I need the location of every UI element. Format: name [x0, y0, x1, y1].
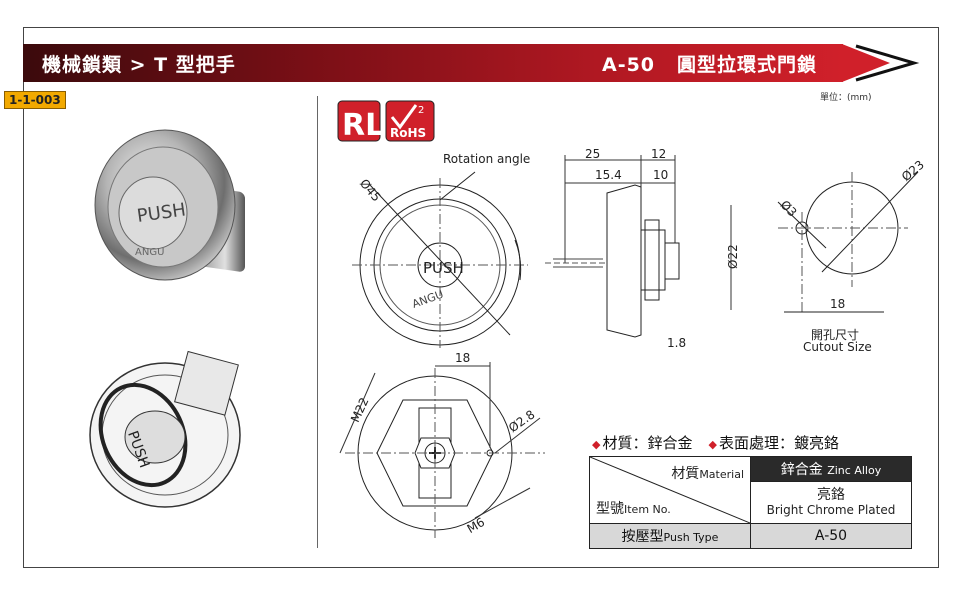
dim-25: 25 [585, 147, 600, 161]
dim-18-cutout: 18 [830, 297, 845, 311]
diamond-bullet-icon: ◆ [708, 438, 717, 451]
material-spec: 材質：鋅合金 [602, 434, 693, 452]
rl-logo: RL [342, 108, 384, 143]
product-title: A-50 圓型拉環式門鎖 [602, 50, 817, 77]
type-row-value: A-50 [750, 523, 912, 549]
diamond-bullet-icon: ◆ [592, 438, 601, 451]
cutout-label-en: Cutout Size [803, 340, 872, 354]
dim-12: 12 [651, 147, 666, 161]
dim-15-4: 15.4 [595, 168, 622, 182]
product-name: 圓型拉環式門鎖 [677, 54, 818, 76]
page-frame [23, 27, 939, 568]
cutout-label-zh: 開孔尺寸 [811, 328, 860, 342]
dim-dia23: Ø23 [899, 157, 927, 184]
finish-spec: 表面處理：鍍亮鉻 [718, 434, 839, 452]
catalog-code-badge: 1-1-003 [4, 91, 66, 109]
unit-label: 單位：(mm) [820, 93, 872, 103]
dim-18-back: 18 [455, 351, 470, 365]
title-banner [23, 44, 843, 82]
dim-dia22: Ø22 [726, 244, 740, 269]
dim-dia45: Ø45 [357, 176, 384, 204]
push-label: PUSH [423, 259, 464, 277]
category-title: 機械鎖類 > T 型把手 [42, 54, 236, 76]
dim-1-8: 1.8 [667, 336, 686, 350]
model-code: A-50 [602, 54, 656, 76]
material-value-cell: 鋅合金 Zinc Alloy [750, 455, 912, 483]
table-header-cell: 材質Material 型號Item No. [589, 456, 751, 524]
back-view-drawing: 18 M22 Ø2.8 M6 [339, 351, 545, 538]
type-row-label: 按壓型Push Type [589, 523, 751, 549]
column-divider [317, 96, 318, 548]
cutout-drawing: Ø23 Ø3 18 [778, 157, 927, 313]
side-view-drawing: 25 12 15.4 10 Ø22 1.8 [545, 147, 740, 350]
rohs-logo: RoHS [390, 126, 426, 140]
dim-dia3: Ø3 [778, 198, 800, 220]
rohs-number: 2 [418, 105, 424, 116]
rotation-angle-label: Rotation angle [443, 152, 531, 166]
dim-dia2-8: Ø2.8 [506, 407, 537, 435]
spec-line: ◆材質：鋅合金◆表面處理：鍍亮鉻 [592, 432, 839, 453]
front-view-drawing: PUSH ANGU Ø45 [352, 171, 528, 348]
dim-10: 10 [653, 168, 668, 182]
chevron-right-icon [855, 44, 920, 82]
dim-m22: M22 [348, 395, 372, 424]
product-photo-front: PUSH ANGU [94, 129, 245, 281]
svg-text:ANGU: ANGU [135, 247, 164, 258]
product-photo-back: PUSH [89, 350, 241, 508]
certification-logos: RL 2 RoHS [337, 100, 435, 143]
material-header: 材質Material [671, 466, 744, 482]
item-no-header: 型號Item No. [596, 501, 671, 517]
dim-m6: M6 [465, 515, 488, 536]
